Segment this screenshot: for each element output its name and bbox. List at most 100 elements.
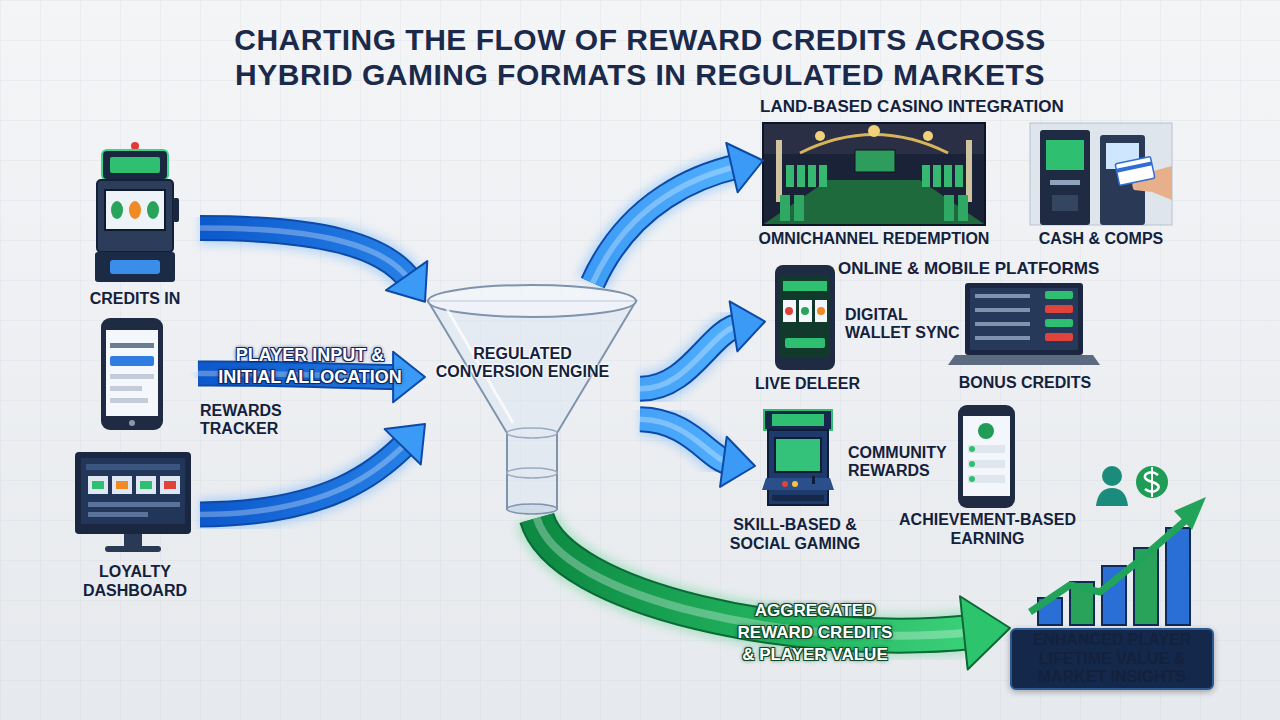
achievement-phone-icon [969,476,975,482]
node-label: CASH & COMPS [1010,230,1192,248]
laptop-icon [948,355,1100,365]
arrow-body [200,442,407,514]
casino-floor-image [797,165,805,187]
monitor-icon [88,476,108,494]
phone-icon [110,386,142,391]
arrow-body [640,325,740,388]
casino-floor-image [944,165,952,187]
arrow-head [726,143,763,192]
arrow-highlight [200,442,407,514]
casino-floor-image [780,195,790,221]
monitor-icon [160,476,180,494]
monitor-icon [164,481,176,489]
growth-chart-icon [1136,466,1168,498]
kiosk-image [1046,140,1084,170]
node-text-group: REWARDS TRACKER [200,402,310,439]
node-text-group: OMNICHANNEL REDEMPTION [743,230,1005,248]
growth-chart-icon [1030,520,1186,612]
slot-machine-node: CREDITS IN [70,148,200,308]
section-label: DIGITAL WALLET SYNC [845,306,963,343]
slot-machine-icon [97,180,173,252]
node-label: ACHIEVEMENT-BASED EARNING [890,511,1085,548]
achievement-phone-icon [958,405,1015,508]
mobile-slot-phone-icon [780,276,830,358]
laptop-icon [1045,305,1073,313]
image-node: OMNICHANNEL REDEMPTION [763,123,985,248]
casino-floor-image [794,195,804,221]
arrow-head [730,301,765,351]
growth-chart-icon [1030,466,1206,625]
arrow-body [640,419,730,462]
phone-icon [110,343,154,348]
monitor-icon [112,476,132,494]
slot-machine-icon [110,157,160,173]
node-text-group: CREDITS IN [40,290,230,308]
arcade-cabinet-icon [812,476,815,484]
casino-floor-image [944,195,954,221]
arrow-glow [640,325,740,388]
slot-machine-icon [110,260,160,274]
monitor-icon [105,546,161,552]
growth-chart-icon [1166,528,1190,625]
slot-machine-icon [147,201,159,219]
achievement-phone-icon [968,460,1005,468]
arrow-highlight [593,166,738,283]
casino-floor-image [808,165,816,187]
achievement-phone-icon [968,445,1005,453]
node-text-group: REGULATED CONVERSION ENGINE [435,345,610,382]
monitor-icon [81,458,185,524]
phone-icon [101,318,163,430]
mobile-slot-phone-icon [817,307,825,315]
arcade-cabinet-icon [782,481,788,487]
arrow-glow [200,442,407,514]
arcade-cabinet-icon [772,495,824,501]
arrow-highlight [640,419,730,462]
mobile-slot-phone-icon [775,265,835,370]
kiosk-image [1030,123,1172,225]
diagram-title: CHARTING THE FLOW OF REWARD CREDITS ACRO… [200,22,1080,92]
casino-floor-image [922,165,930,187]
arrow-head [385,424,425,464]
laptop-icon [965,283,1083,355]
laptop-icon [1045,333,1073,341]
arrow-highlight [200,228,410,281]
mobile-slot-phone-icon [783,300,796,322]
funnel-outline [507,428,557,438]
achievement-phone-icon [978,423,994,439]
monitor-icon [116,481,128,489]
mobile-slot-phone-icon [801,307,809,315]
laptop-icon [1045,319,1073,327]
arcade-cabinet-icon [792,481,798,487]
node-label: REGULATED CONVERSION ENGINE [435,345,610,382]
phone-node: ACHIEVEMENT-BASED EARNING [950,403,1025,548]
achievement-phone-icon [963,416,1010,496]
section-label: COMMUNITY REWARDS [848,444,953,481]
phone-icon [101,318,163,430]
funnel-outline [425,283,640,518]
casino-floor-image [815,131,825,141]
credit-flow-arrow [593,143,763,283]
section-label: LAND-BASED CASINO INTEGRATION [760,97,1120,117]
arcade-cabinet-icon [762,410,834,505]
phone-icon [110,398,148,403]
growth-chart-icon [1151,467,1153,497]
node-label: ENHANCED PLAYER LIFETIME VALUE & MARKET … [1020,631,1204,686]
edge-label: AGGREGATED REWARD CREDITS & PLAYER VALUE [735,600,895,666]
monitor-icon [75,452,191,534]
laptop-icon [975,322,1030,326]
kiosk-image [1040,130,1090,225]
monitor-icon [124,534,142,546]
laptop-icon [975,308,1030,312]
slot-machine-icon [173,198,179,222]
casino-floor-image [966,140,972,202]
funnel-outline [428,285,636,317]
node-label: REWARDS TRACKER [200,402,310,439]
monitor-icon [92,481,104,489]
mobile-slot-phone-icon [815,300,827,322]
casino-floor-image [786,165,794,187]
arcade-node: SKILL-BASED & SOCIAL GAMING [755,408,835,553]
node-text-group: LOYALTY DASHBOARD [70,563,200,600]
node-label: OMNICHANNEL REDEMPTION [743,230,1005,248]
